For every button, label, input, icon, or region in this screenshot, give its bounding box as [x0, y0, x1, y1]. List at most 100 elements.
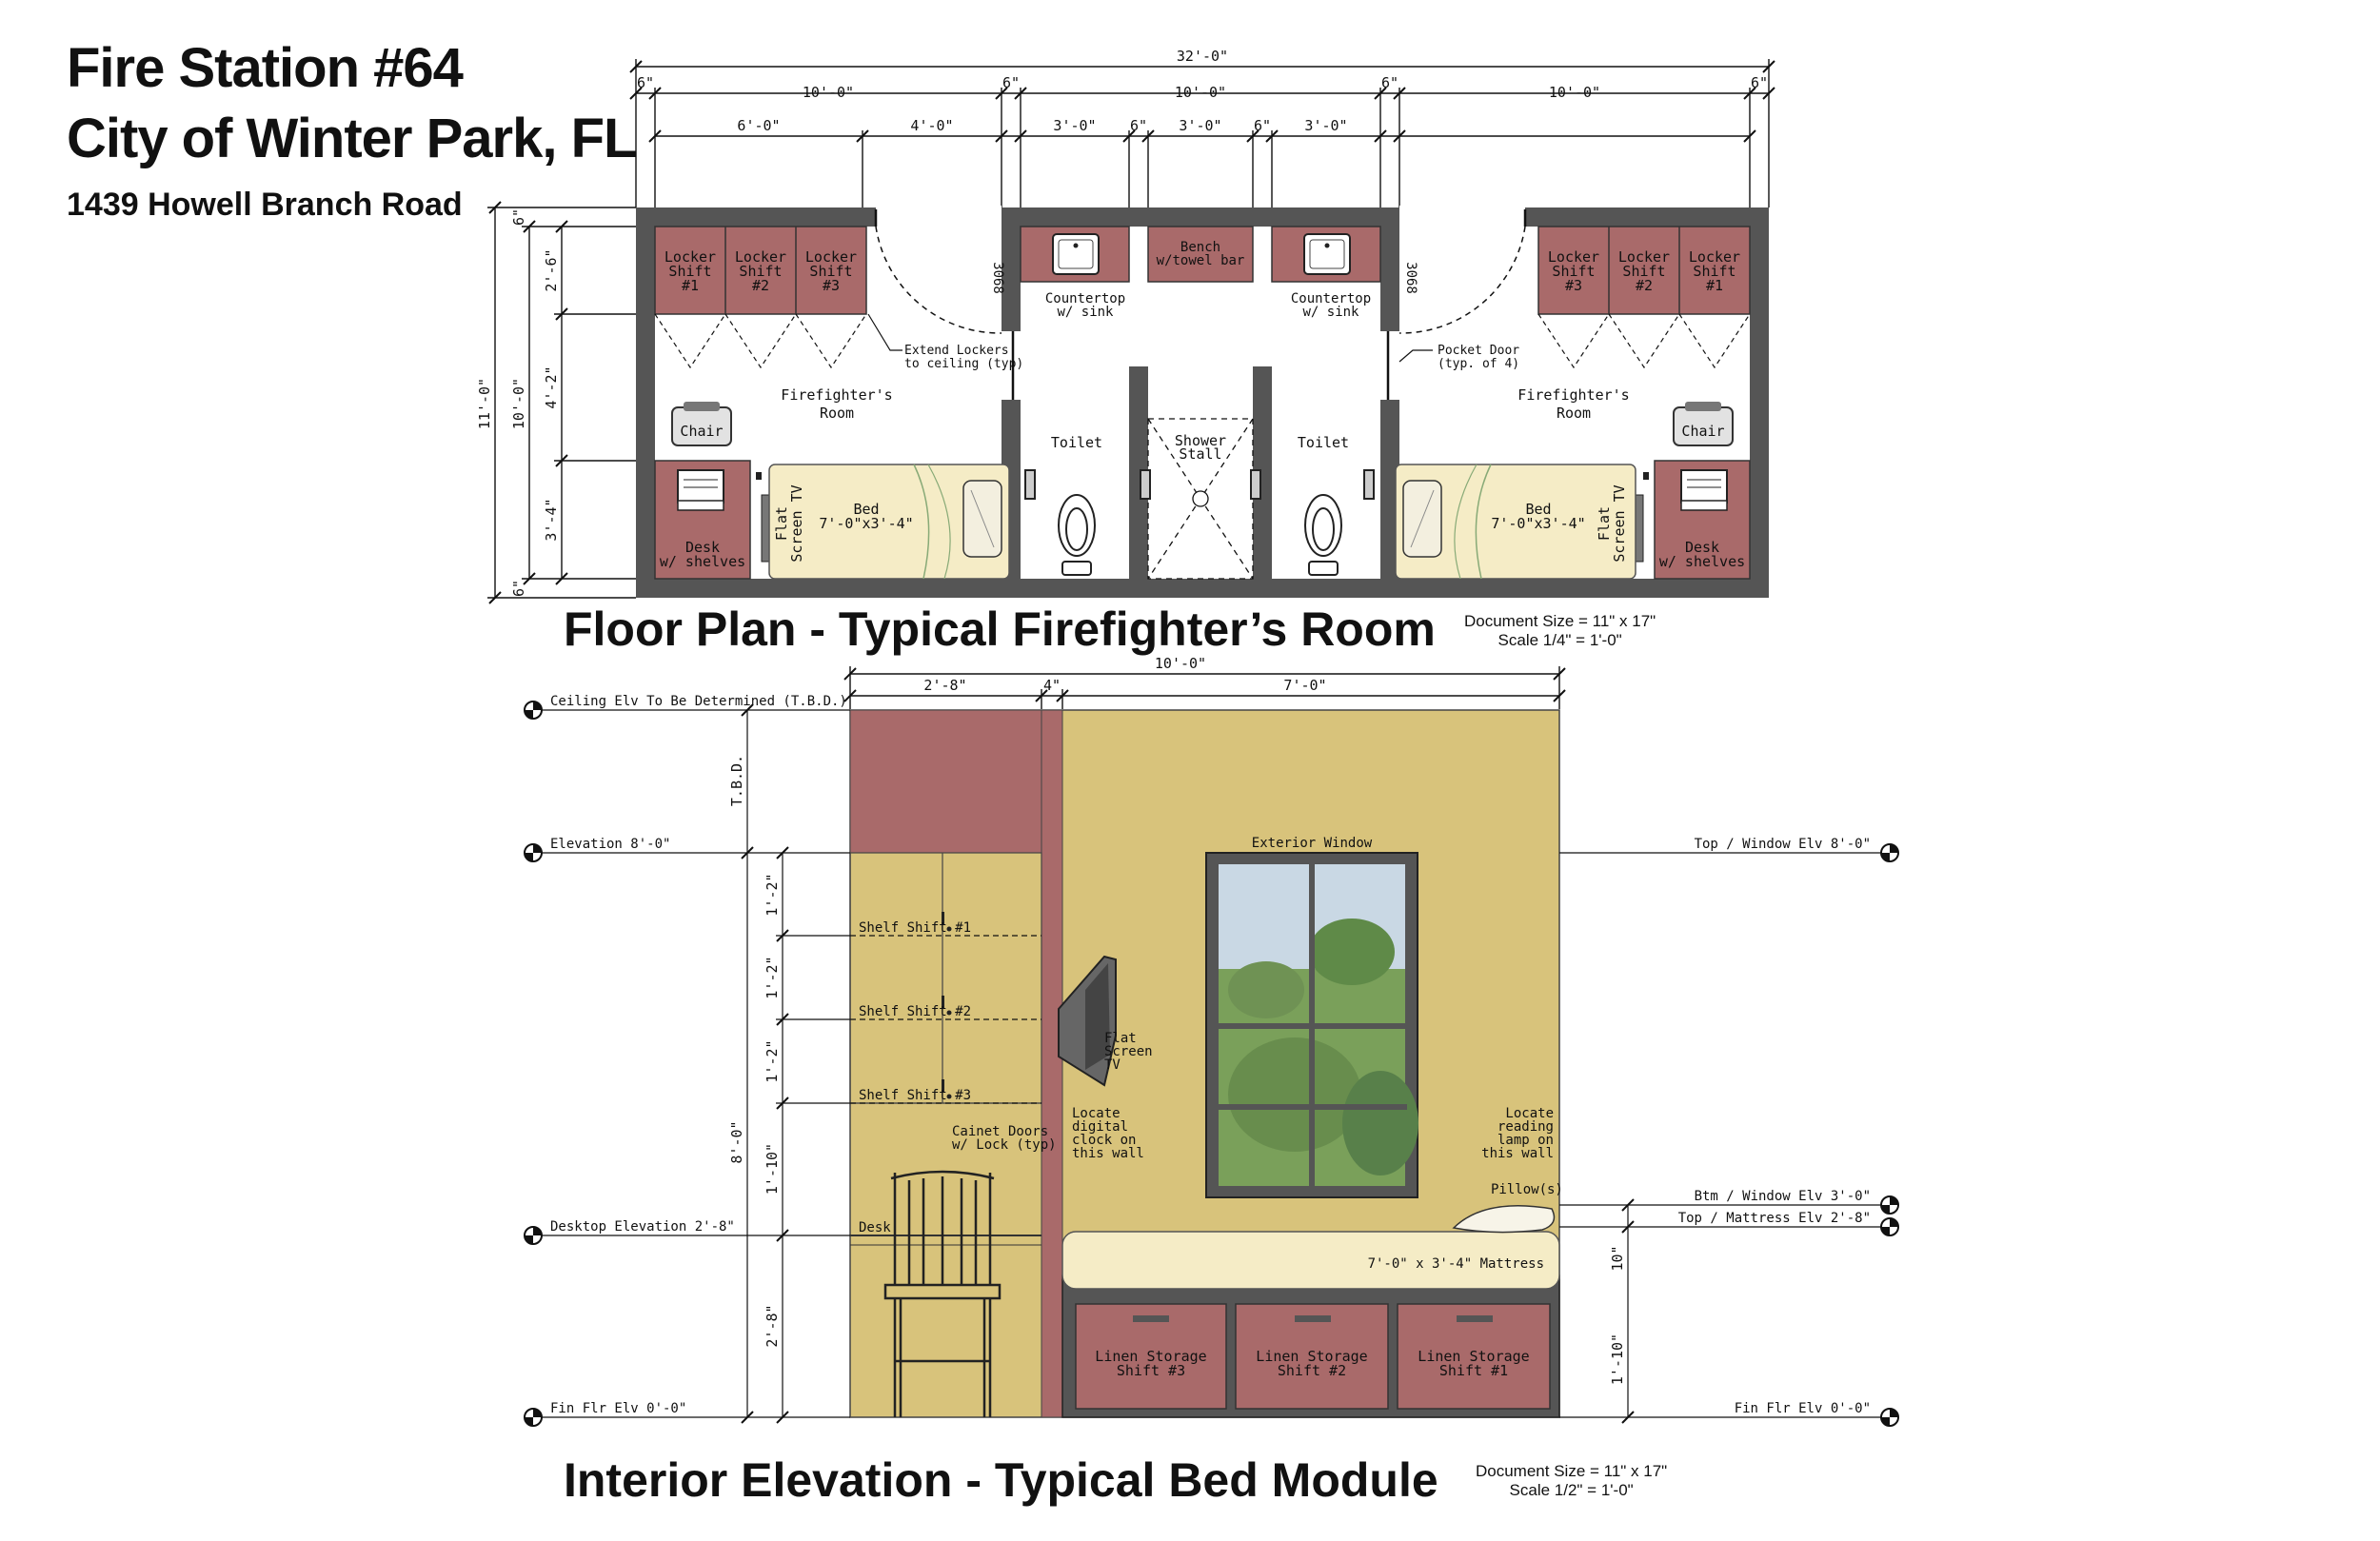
shelf-cabinet	[849, 852, 1042, 1104]
upper-cabinet-soffit	[849, 709, 1063, 854]
tv-label-l1: Flat	[1104, 1031, 1137, 1046]
elev-dim-shelf-3: 1'-2"	[764, 1039, 781, 1082]
mattress-label: 7'-0" x 3'-4" Mattress	[1368, 1256, 1544, 1272]
lockers-left	[654, 226, 867, 369]
elevation-title: Interior Elevation - Typical Bed Module	[564, 1453, 1438, 1507]
elev-dim-8: 8'-0"	[728, 1120, 745, 1163]
elevation-doc-size-line: Document Size = 11" x 17"	[1476, 1462, 1668, 1480]
dim-span-2: 10'-0"	[1175, 84, 1226, 101]
toilet-left-icon	[1058, 494, 1096, 576]
countertop-right-l1: Countertop	[1291, 291, 1371, 306]
room-left-l1: Firefighter's	[781, 386, 892, 404]
elev-dim-shelf-1: 1'-2"	[764, 873, 781, 916]
elev-dim-tbd: T.B.D.	[728, 755, 745, 806]
tv-right-l2: Screen TV	[1611, 484, 1628, 562]
desk-right-l2: w/ shelves	[1659, 553, 1745, 570]
chair-right-icon	[1673, 402, 1734, 446]
exterior-window-label: Exterior Window	[1252, 836, 1373, 851]
level-marker-icon	[524, 701, 543, 720]
dim-sub-6in-a: 6"	[1130, 117, 1147, 134]
locker-right-2-l1: Locker	[1618, 248, 1670, 266]
locker-right-2-l2: Shift	[1622, 263, 1665, 280]
dim-wall-4: 6"	[1751, 74, 1768, 91]
room-right-l2: Room	[1557, 405, 1591, 422]
grab-bars	[1024, 469, 1375, 500]
dim-v-2-6: 2'-6"	[543, 248, 560, 291]
floor-plan-title: Floor Plan - Typical Firefighter’s Room	[564, 603, 1436, 656]
cabinet-doors-l1: Cainet Doors	[952, 1124, 1048, 1139]
elev-dim-r-1-10: 1'-10"	[1609, 1334, 1626, 1385]
dim-bottom-6in: 6"	[510, 580, 527, 597]
room-right-l1: Firefighter's	[1517, 386, 1629, 404]
shelf-shift-1: Shelf Shift #1	[859, 920, 971, 936]
toilet-right-icon	[1304, 494, 1342, 576]
dim-overall: 32'-0"	[1177, 48, 1228, 65]
locker-left-1-l1: Locker	[664, 248, 716, 266]
elev-dim-2-8: 2'-8"	[764, 1304, 781, 1347]
shelf-shift-3: Shelf Shift #3	[859, 1088, 971, 1103]
dim-sub-4: 4'-0"	[910, 117, 953, 134]
desk-left-l1: Desk	[685, 539, 720, 556]
door-code-right: 3068	[1403, 262, 1418, 294]
sink-right-icon	[1324, 243, 1330, 248]
dim-sub-3a: 3'-0"	[1053, 117, 1096, 134]
elev-dim-10in: 10"	[1609, 1245, 1626, 1271]
dim-height-11: 11'-0"	[476, 378, 493, 429]
dim-height-10: 10'-0"	[510, 378, 527, 429]
elev-dim-1-10: 1'-10"	[764, 1143, 781, 1195]
wall-yellow	[849, 709, 1560, 1418]
desk-label: Desk	[859, 1220, 891, 1235]
elev-dim-a: 2'-8"	[923, 677, 966, 694]
lamp-label-l4: this wall	[1481, 1146, 1554, 1161]
level-marker-icon	[1880, 1408, 1899, 1427]
level-top-window: Top / Window Elv 8'-0"	[1695, 837, 1871, 852]
desk-right-l1: Desk	[1685, 539, 1719, 556]
level-btm-window: Btm / Window Elv 3'-0"	[1695, 1189, 1871, 1204]
lamp-label-l3: lamp on	[1497, 1133, 1554, 1148]
locker-right-2-l3: #2	[1636, 277, 1653, 294]
level-desktop: Desktop Elevation 2'-8"	[550, 1219, 735, 1235]
toilet-right-label: Toilet	[1298, 434, 1349, 451]
clock-label-l2: digital	[1072, 1119, 1128, 1135]
door-code-left: 3068	[990, 262, 1005, 294]
elev-dim-shelf-2: 1'-2"	[764, 956, 781, 998]
elevation-scale-line: Scale 1/2" = 1'-0"	[1509, 1481, 1634, 1499]
dim-wall-1: 6"	[637, 74, 654, 91]
locker-left-1-l3: #1	[682, 277, 699, 294]
locker-left-3-l1: Locker	[805, 248, 857, 266]
linen-1-l1: Linen Storage	[1418, 1348, 1529, 1365]
desk-chair-icon	[883, 1170, 1002, 1417]
floor-plan-scale-line: Scale 1/4" = 1'-0"	[1497, 631, 1622, 649]
floor-plan-doc-size: Document Size = 11" x 17" Scale 1/4" = 1…	[1464, 612, 1656, 650]
elevation-doc-size: Document Size = 11" x 17" Scale 1/2" = 1…	[1476, 1462, 1667, 1500]
locker-left-1-l2: Shift	[668, 263, 711, 280]
pocket-door-l1: Pocket Door	[1438, 344, 1519, 358]
level-lines	[533, 709, 1890, 1418]
locker-left-2-l3: #2	[752, 277, 769, 294]
locker-right-1-l1: Locker	[1689, 248, 1740, 266]
dim-sub-6in-b: 6"	[1254, 117, 1271, 134]
shower-label-l1: Shower	[1175, 432, 1226, 449]
sink-left-icon	[1073, 243, 1079, 248]
desk-right	[1643, 460, 1751, 580]
dim-wall-2: 6"	[1002, 74, 1020, 91]
dim-top-6in: 6"	[510, 208, 527, 226]
level-marker-icon	[524, 1408, 543, 1427]
locker-right-1-l3: #1	[1706, 277, 1723, 294]
bed-right-l2: 7'-0"x3'-4"	[1491, 515, 1585, 532]
elev-bed	[1061, 1204, 1560, 1418]
tv-left-l2: Screen TV	[788, 484, 805, 562]
pillow-icon	[1452, 1204, 1556, 1234]
plan-dimensions	[487, 59, 1770, 599]
clock-label-l4: this wall	[1072, 1146, 1144, 1161]
tv-left-l1: Flat	[773, 506, 790, 541]
bench-l1: Bench	[1180, 240, 1220, 255]
tv-label-l3: TV	[1104, 1057, 1121, 1073]
level-marker-icon	[524, 843, 543, 862]
bed-right-l1: Bed	[1525, 501, 1551, 518]
chair-right-label: Chair	[1681, 423, 1724, 440]
locker-left-2-l2: Shift	[739, 263, 782, 280]
chair-left-label: Chair	[680, 423, 723, 440]
level-elev-8: Elevation 8'-0"	[550, 837, 670, 852]
extend-lockers-l2: to ceiling (typ)	[904, 357, 1023, 371]
